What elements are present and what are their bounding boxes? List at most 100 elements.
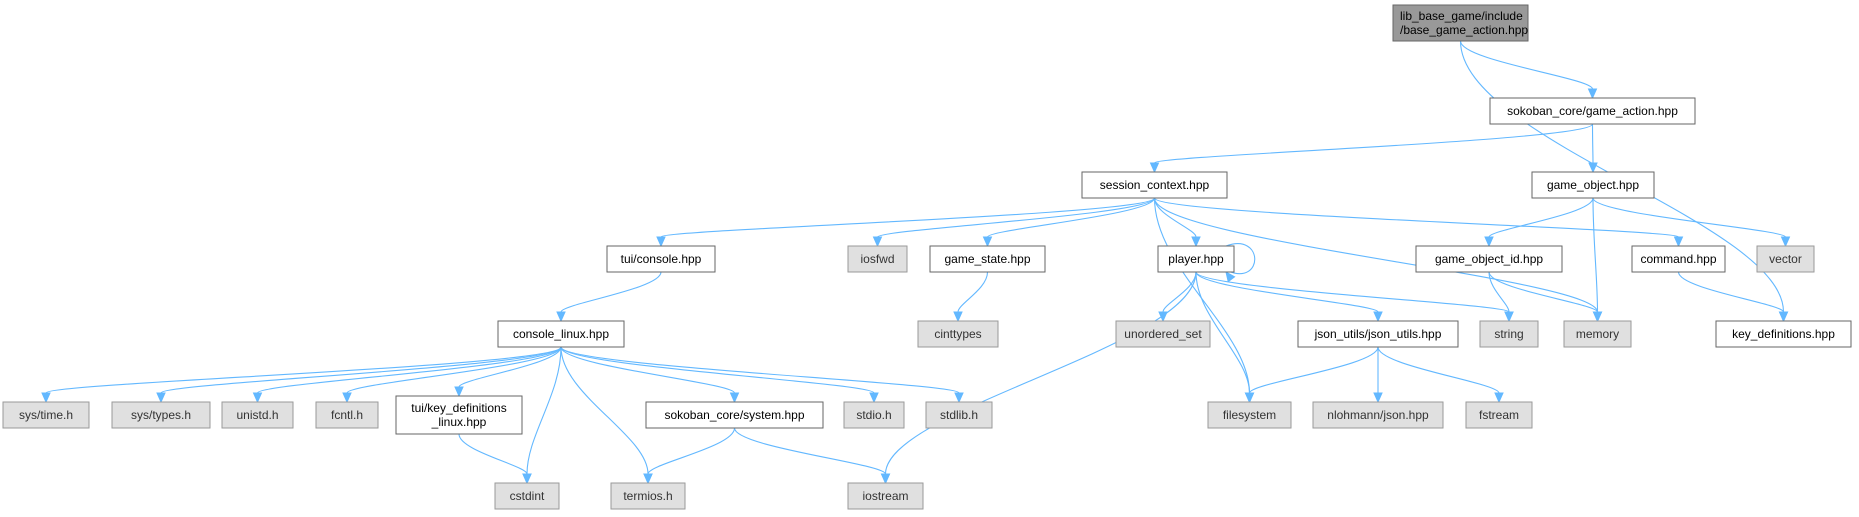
node-cl[interactable]: console_linux.hpp [497,320,625,348]
edge-ju-to-nj [1373,347,1383,404]
node-label: sys/time.h [19,408,73,422]
node-fstream[interactable]: fstream [1465,401,1533,429]
edge-pl-to-iostream [880,271,1197,485]
node-kd[interactable]: key_definitions.hpp [1715,320,1852,348]
node-sc[interactable]: session_context.hpp [1081,171,1228,199]
node-iosfwd[interactable]: iosfwd [847,245,908,273]
edge-line [346,346,562,394]
node-goid[interactable]: game_object_id.hpp [1415,245,1563,273]
node-vector[interactable]: vector [1756,245,1815,273]
node-box [843,401,905,429]
edge-goid-to-memory [1488,271,1603,323]
node-uset[interactable]: unordered_set [1115,320,1211,348]
edge-arrowhead [872,236,883,248]
node-box [111,401,211,429]
edge-arrowhead [1225,271,1236,283]
node-iostream[interactable]: iostream [847,482,924,510]
edges-layer [41,40,1791,485]
edge-kdl-to-cstdint [458,433,532,485]
edge-cl-to-unistd [252,346,562,404]
edge-line [1153,197,1680,238]
node-label: sys/types.h [131,408,191,422]
node-stdlib[interactable]: stdlib.h [925,401,993,429]
edge-line [1225,243,1256,274]
edge-line [1592,197,1787,238]
node-box [1631,245,1726,273]
edge-line [733,427,887,475]
node-label: game_state.hpp [944,252,1030,266]
edge-arrowhead [252,392,263,404]
node-root[interactable]: lib_base_game/include/base_game_action.h… [1392,4,1529,42]
edge-line [1488,271,1510,313]
edge-line [876,197,1156,238]
node-tc[interactable]: tui/console.hpp [606,245,716,273]
node-memory[interactable]: memory [1563,320,1632,348]
node-termios[interactable]: termios.h [610,482,686,510]
node-gs[interactable]: game_state.hpp [929,245,1046,273]
node-fcntl[interactable]: fcntl.h [315,401,379,429]
edge-line [526,346,562,475]
node-label: vector [1769,252,1802,266]
node-box [1563,320,1632,348]
edge-arrowhead [1373,392,1383,404]
edge-arrowhead [1780,236,1791,248]
node-box [315,401,379,429]
edge-cl-to-kdl [454,346,562,398]
node-box [1756,245,1815,273]
node-box [1479,320,1539,348]
edge-arrowhead [1149,162,1160,174]
node-box [1312,401,1444,429]
edge-sc-to-tc [656,197,1156,248]
node-box [847,482,924,510]
edge-arrowhead [156,392,166,404]
node-box [395,395,523,435]
node-pl[interactable]: player.hpp [1157,245,1235,273]
edge-line [560,346,960,394]
node-label: iostream [862,489,908,503]
edge-pl-to-string [1195,271,1514,323]
node-cmd[interactable]: command.hpp [1631,245,1726,273]
node-systime[interactable]: sys/time.h [2,401,90,429]
node-fs[interactable]: filesystem [1207,401,1292,429]
node-label: stdlib.h [940,408,978,422]
node-label: json_utils/json_utils.hpp [1314,327,1442,341]
edge-pl-to-pl [1225,243,1256,283]
node-stdio[interactable]: stdio.h [843,401,905,429]
node-sys[interactable]: sokoban_core/system.hpp [645,401,824,429]
node-ju[interactable]: json_utils/json_utils.hpp [1297,320,1459,348]
edge-sc-to-iosfwd [872,197,1156,248]
node-cinttypes[interactable]: cinttypes [917,320,999,348]
node-label: sokoban_core/game_action.hpp [1507,104,1678,118]
edge-arrowhead [522,473,532,485]
node-label: /base_game_action.hpp [1400,23,1528,37]
edge-cmd-to-kd [1677,271,1789,323]
node-ga[interactable]: sokoban_core/game_action.hpp [1489,97,1696,125]
node-cstdint[interactable]: cstdint [494,482,560,510]
node-string[interactable]: string [1479,320,1539,348]
node-label: console_linux.hpp [513,327,609,341]
edge-line [560,346,875,394]
edge-arrowhead [982,236,993,248]
edge-line [647,427,736,475]
edge-ju-to-fs [1244,346,1379,404]
node-label: iosfwd [860,252,894,266]
node-nj[interactable]: nlohmann/json.hpp [1312,401,1444,429]
node-label: sokoban_core/system.hpp [664,408,804,422]
edge-sc-to-gs [982,197,1156,248]
node-box [645,401,824,429]
node-kdl[interactable]: tui/key_definitions_linux.hpp [395,395,523,435]
edge-arrowhead [1494,392,1504,404]
edge-line [560,346,649,475]
edge-arrowhead [869,392,879,404]
node-systypes[interactable]: sys/types.h [111,401,211,429]
node-unistd[interactable]: unistd.h [221,401,294,429]
nodes-layer: lib_base_game/include/base_game_action.h… [2,4,1852,510]
node-box [497,320,625,348]
edge-arrowhead [342,392,352,404]
node-label: cinttypes [934,327,981,341]
node-box [925,401,993,429]
edge-ju-to-fstream [1377,346,1504,404]
node-go[interactable]: game_object.hpp [1531,171,1655,199]
edge-arrowhead [643,473,653,485]
